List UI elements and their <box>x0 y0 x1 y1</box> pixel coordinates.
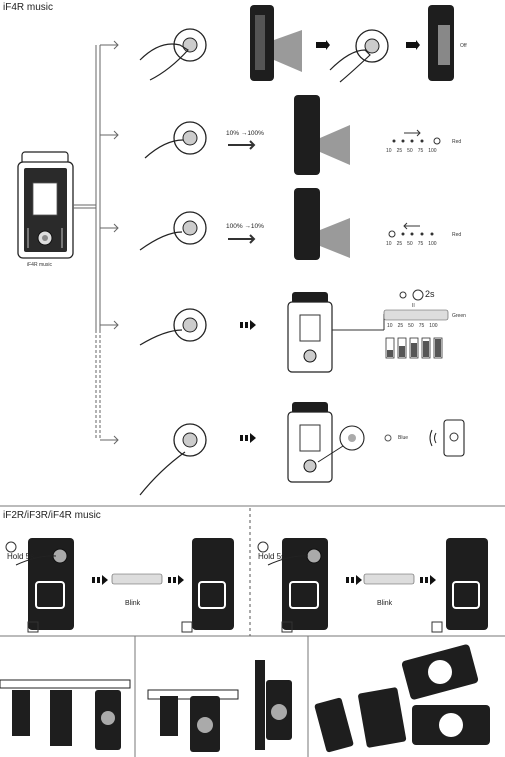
section2-left-graphics <box>5 538 234 633</box>
bottom-mounting-graphics <box>0 644 490 753</box>
row2-graphics <box>144 95 441 175</box>
level-label: 10 <box>386 148 392 154</box>
level-label: 100 <box>428 241 437 247</box>
level-label: 75 <box>417 148 424 154</box>
section2-right-graphics <box>257 538 488 633</box>
level-label: 10 <box>387 323 393 329</box>
section2-title: iF2R/iF3R/iF4R music <box>3 510 101 521</box>
bracket-lines <box>73 40 119 445</box>
row1-state-label: Off <box>460 43 467 49</box>
section1-title: iF4R music <box>3 2 54 13</box>
row2-levels: 10 25 50 75 100 <box>386 148 437 154</box>
row4-color: Green <box>452 313 466 319</box>
level-label: 10 <box>386 241 392 247</box>
level-label: 100 <box>428 148 437 154</box>
row3-color: Red <box>452 232 462 238</box>
row1-graphics <box>139 5 454 83</box>
level-label: 50 <box>408 323 414 329</box>
level-label: 100 <box>429 323 438 329</box>
row3-graphics <box>139 188 434 260</box>
level-label: 50 <box>407 148 413 154</box>
row5-graphics <box>139 402 465 496</box>
row2-range: 10% →100% <box>226 130 264 137</box>
row4-levels: 10 25 50 75 100 <box>387 323 438 329</box>
row5-color: Blue <box>398 435 409 441</box>
level-label: 25 <box>396 241 403 247</box>
level-label: 75 <box>418 323 425 329</box>
level-label: 50 <box>407 241 413 247</box>
level-label: 25 <box>397 323 404 329</box>
level-label: 25 <box>396 148 403 154</box>
level-label: 75 <box>417 241 424 247</box>
row3-range: 100% →10% <box>226 223 264 230</box>
main-device-image <box>17 151 74 259</box>
left-blink-label: Blink <box>125 600 141 607</box>
right-hold-label: Hold 5s <box>258 552 286 561</box>
row3-levels: 10 25 50 75 100 <box>386 241 437 247</box>
row4-graphics <box>139 289 449 373</box>
right-blink-label: Blink <box>377 600 393 607</box>
row4-separator: II <box>412 303 415 309</box>
row2-color: Red <box>452 139 462 145</box>
left-hold-label: Hold 5s <box>7 552 35 561</box>
row4-timer: 2s <box>425 289 435 299</box>
device-label: iF4R music <box>27 262 53 268</box>
